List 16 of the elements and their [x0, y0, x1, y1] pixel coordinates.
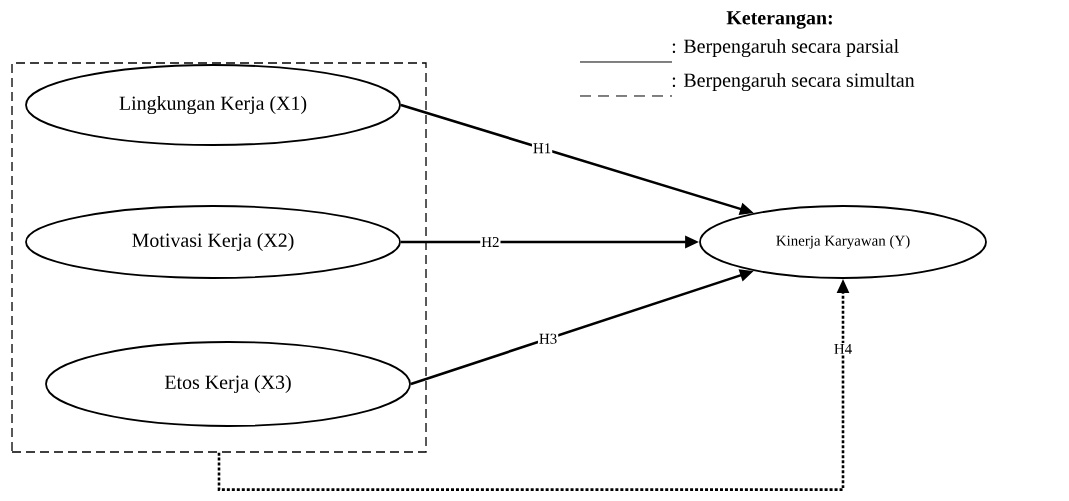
legend-text: : Berpengaruh secara parsial: [672, 38, 899, 58]
oval-text: Motivasi Kerja (X2): [132, 232, 294, 251]
ellipse-node: [45, 341, 411, 427]
legend-title: Keterangan:: [726, 11, 832, 29]
edge-label: H3: [539, 333, 557, 344]
ellipse-node: [25, 205, 401, 279]
legend-text: : Berpengaruh secara simultan: [672, 72, 915, 92]
edge-label: H2: [481, 237, 499, 247]
oval-text: Lingkungan Kerja (X1): [119, 95, 307, 115]
ellipse-node: [25, 64, 401, 146]
edge-label: H1: [533, 143, 551, 154]
edge-label: H4: [834, 344, 852, 354]
oval-text: Kinerja Karyawan (Y): [776, 235, 910, 249]
oval-text: Etos Kerja (X3): [164, 374, 291, 393]
dashed-group-box: [11, 62, 427, 453]
ellipse-node: [699, 205, 987, 279]
